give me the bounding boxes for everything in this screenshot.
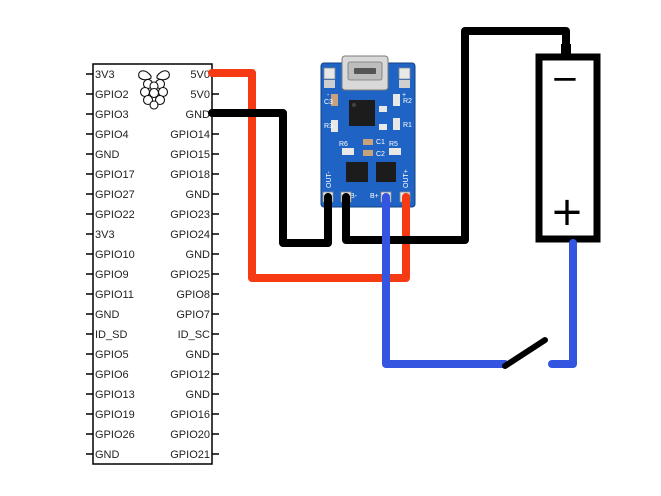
label-in-minus: - — [327, 92, 330, 99]
left-pin-label: GND — [95, 449, 120, 461]
led-2 — [379, 124, 387, 130]
label-out-plus: OUT+ — [403, 169, 410, 188]
label-c2: C2 — [376, 151, 385, 158]
right-pin-label: GND — [186, 389, 211, 401]
left-pin-label: ID_SD — [95, 329, 127, 341]
battery-plus-label: + — [550, 189, 584, 235]
left-pin-label: GND — [95, 309, 120, 321]
left-pin-label: GPIO26 — [95, 429, 135, 441]
black-wire-gnd — [208, 109, 332, 247]
capacitor-c1 — [363, 139, 373, 145]
right-pin-label: GPIO16 — [170, 409, 210, 421]
switch-icon[interactable] — [502, 337, 548, 369]
mosfet-chip — [376, 162, 396, 182]
charger-ic-dot — [352, 103, 356, 107]
right-pin-label: ID_SC — [178, 329, 210, 341]
resistor-r6 — [342, 148, 354, 155]
input-pad-plus-2 — [399, 80, 410, 88]
left-pin-label: 3V3 — [95, 229, 115, 241]
right-pin-label: GND — [186, 109, 211, 121]
left-pin-label: GND — [95, 149, 120, 161]
left-pin-label: GPIO17 — [95, 169, 135, 181]
resistor-r5 — [389, 148, 401, 155]
left-pin-label: GPIO4 — [95, 129, 129, 141]
battery-icon: − + — [535, 44, 601, 243]
label-r3: R3 — [324, 123, 333, 130]
left-pin-label: GPIO27 — [95, 189, 135, 201]
pi-header-outline — [92, 63, 213, 465]
led-1 — [379, 106, 387, 112]
battery-body — [535, 53, 601, 243]
charger-board: - + R6 R5 C1 C2 C3 R3 R2 R1 OUT- OUT+ B-… — [320, 55, 416, 208]
right-pin-label: GPIO23 — [170, 209, 210, 221]
raspberry-pi-logo-icon — [138, 70, 170, 110]
left-pin-label: GPIO11 — [95, 289, 134, 301]
right-pin-label: GND — [186, 189, 211, 201]
capacitor-c3 — [331, 94, 338, 106]
label-b-plus: B+ — [370, 193, 379, 200]
capacitor-c2 — [363, 150, 373, 156]
label-r6: R6 — [339, 141, 348, 148]
left-pin-column: 3V3GPIO2GPIO3GPIO4GNDGPIO17GPIO27GPIO223… — [86, 69, 135, 461]
right-pin-column: 5V05V0GNDGPIO14GPIO15GPIO18GNDGPIO23GPIO… — [170, 69, 219, 461]
right-pin-label: GND — [186, 249, 211, 261]
left-pin-label: GPIO6 — [95, 369, 129, 381]
right-pin-label: GPIO20 — [170, 429, 210, 441]
label-c1: C1 — [376, 139, 385, 146]
label-r2: R2 — [403, 98, 412, 105]
blue-wire-to-switch — [382, 193, 509, 368]
black-wire-battery-minus — [342, 27, 570, 244]
left-pin-label: GPIO10 — [95, 249, 135, 261]
left-pin-label: GPIO22 — [95, 209, 135, 221]
left-pin-label: GPIO13 — [95, 389, 135, 401]
right-pin-label: GPIO25 — [170, 269, 210, 281]
right-pin-label: GPIO21 — [170, 449, 210, 461]
label-c3: C3 — [324, 99, 333, 106]
blue-wire-battery-plus — [548, 239, 577, 368]
right-pin-label: GPIO7 — [176, 309, 210, 321]
wires — [208, 27, 577, 369]
protection-ic-chip — [346, 162, 368, 182]
right-pin-label: GND — [186, 349, 211, 361]
raspberry-pi-header: 3V3GPIO2GPIO3GPIO4GNDGPIO17GPIO27GPIO223… — [86, 63, 219, 465]
battery-minus-label: − — [551, 59, 580, 99]
right-pin-label: GPIO14 — [170, 129, 210, 141]
right-pin-label: GPIO24 — [170, 229, 210, 241]
left-pin-label: GPIO2 — [95, 89, 129, 101]
red-wire — [208, 69, 410, 282]
right-pin-label: GPIO15 — [170, 149, 210, 161]
input-pad-minus — [323, 67, 336, 80]
right-pin-label: GPIO12 — [170, 369, 210, 381]
left-pin-label: GPIO5 — [95, 349, 129, 361]
resistor-r2 — [393, 94, 400, 106]
input-pad-minus-2 — [324, 80, 335, 88]
label-b-minus: B- — [350, 193, 358, 200]
resistor-r3 — [331, 120, 338, 132]
left-pin-label: GPIO3 — [95, 109, 129, 121]
label-in-plus: + — [402, 92, 406, 99]
right-pin-label: GPIO8 — [176, 289, 210, 301]
left-pin-label: GPIO9 — [95, 269, 129, 281]
left-pin-label: 3V3 — [95, 69, 115, 81]
resistor-r1 — [393, 118, 400, 130]
label-r5: R5 — [389, 141, 398, 148]
label-out-minus: OUT- — [326, 171, 333, 188]
right-pin-label: 5V0 — [190, 69, 210, 81]
input-pad-plus — [398, 67, 411, 80]
right-pin-label: 5V0 — [190, 89, 210, 101]
label-r1: R1 — [403, 122, 412, 129]
micro-usb-port-icon — [341, 55, 389, 91]
right-pin-label: GPIO18 — [170, 169, 210, 181]
left-pin-label: GPIO19 — [95, 409, 135, 421]
